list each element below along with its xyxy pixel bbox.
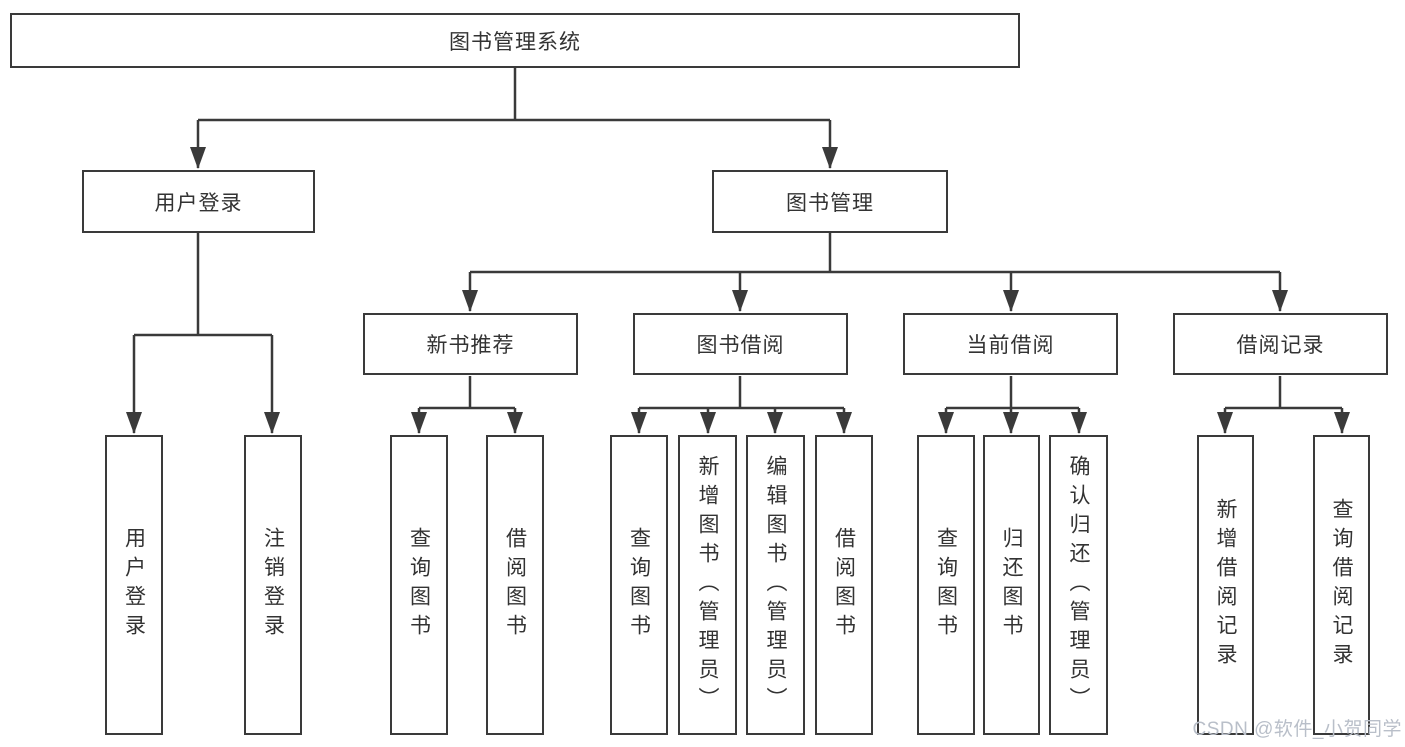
node-confirm-return-admin: 确认归还（管理员） bbox=[1049, 435, 1108, 735]
node-add-borrow-record: 新增借阅记录 bbox=[1197, 435, 1254, 735]
node-edit-books-admin: 编辑图书（管理员） bbox=[746, 435, 805, 735]
node-new-book-recommendation: 新书推荐 bbox=[363, 313, 578, 375]
node-logout: 注销登录 bbox=[244, 435, 302, 735]
node-user-login: 用户登录 bbox=[105, 435, 163, 735]
connector-group bbox=[126, 68, 1350, 434]
node-current-borrowing: 当前借阅 bbox=[903, 313, 1118, 375]
node-query-borrow-record: 查询借阅记录 bbox=[1313, 435, 1370, 735]
node-book-borrowing: 图书借阅 bbox=[633, 313, 848, 375]
node-add-books-admin: 新增图书（管理员） bbox=[678, 435, 737, 735]
node-book-management: 图书管理 bbox=[712, 170, 948, 233]
node-borrowing-records: 借阅记录 bbox=[1173, 313, 1388, 375]
node-borrow-books: 借阅图书 bbox=[815, 435, 873, 735]
node-query-books-current: 查询图书 bbox=[917, 435, 975, 735]
node-query-books-borrow: 查询图书 bbox=[610, 435, 668, 735]
node-library-management-system: 图书管理系统 bbox=[10, 13, 1020, 68]
node-query-books-recommend: 查询图书 bbox=[390, 435, 448, 735]
node-user-login-branch: 用户登录 bbox=[82, 170, 315, 233]
csdn-watermark: CSDN @软件_小贺同学 bbox=[1192, 719, 1402, 740]
node-return-books: 归还图书 bbox=[983, 435, 1040, 735]
node-borrow-books-recommend: 借阅图书 bbox=[486, 435, 544, 735]
